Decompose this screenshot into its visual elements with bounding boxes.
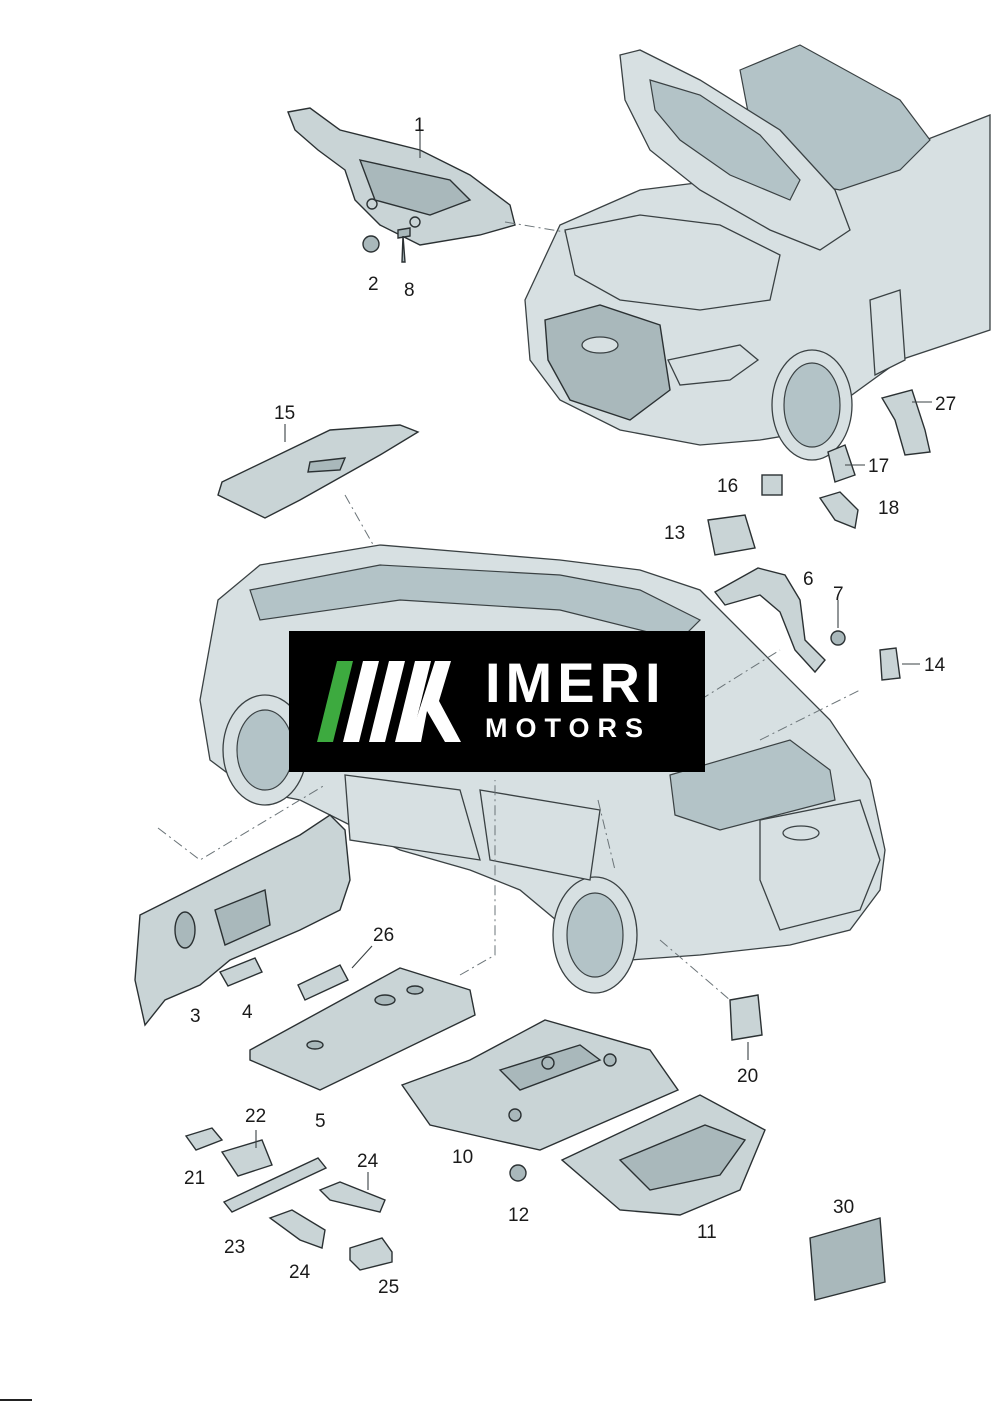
callout-24-lower: 24 (289, 1262, 311, 1283)
part-4-insulation-strip (218, 957, 263, 987)
callout-1: 1 (414, 115, 425, 136)
part-24-strip-upper (318, 1181, 386, 1213)
callout-13: 13 (664, 523, 685, 544)
callout-6: 6 (803, 569, 814, 590)
part-5-floor-insulation (249, 967, 476, 1091)
callout-30: 30 (833, 1197, 854, 1218)
callout-18: 18 (878, 498, 899, 519)
part-1-engine-bay-insulation (287, 107, 516, 246)
imeri-logo-stripes-icon (317, 661, 461, 742)
front-car-illustration (524, 44, 991, 461)
callout-8: 8 (404, 280, 415, 301)
part-17-wedge (827, 444, 856, 483)
part-6-wheel-arch-liner (713, 567, 826, 674)
part-7-nut (830, 630, 846, 646)
part-8-screw (397, 227, 411, 263)
part-12-clip (509, 1164, 527, 1182)
callout-4: 4 (242, 1002, 253, 1023)
part-22-pad (220, 1139, 273, 1177)
watermark-subtitle: MOTORS (485, 713, 652, 743)
watermark-name: IMERI (485, 651, 666, 714)
callout-16: 16 (717, 476, 738, 497)
callout-21: 21 (184, 1168, 205, 1189)
callout-12: 12 (508, 1205, 529, 1226)
callout-7: 7 (833, 584, 844, 605)
part-10-floor-pan-insulation (400, 1019, 680, 1151)
part-14-pad (879, 647, 901, 681)
page-corner-rule (0, 1399, 32, 1401)
callout-25: 25 (378, 1277, 399, 1298)
part-20-pad (729, 994, 763, 1041)
callout-20: 20 (737, 1066, 758, 1087)
part-11-luggage-compartment-insulation (560, 1094, 766, 1216)
part-24-strip-lower (268, 1209, 326, 1249)
callout-10: 10 (452, 1147, 473, 1168)
callout-17: 17 (868, 456, 889, 477)
callout-11: 11 (697, 1222, 717, 1243)
part-16-block (761, 474, 783, 496)
part-13-pad (707, 514, 756, 556)
part-23-strip (222, 1157, 328, 1213)
callout-26: 26 (373, 925, 394, 946)
callout-27: 27 (935, 394, 956, 415)
callout-3: 3 (190, 1006, 201, 1027)
imeri-motors-watermark: IMERI MOTORS (289, 631, 705, 772)
callout-23: 23 (224, 1237, 245, 1258)
callout-15: 15 (274, 403, 295, 424)
part-18-bracket (818, 491, 859, 529)
callout-14: 14 (924, 655, 946, 676)
part-27-liner (880, 389, 931, 456)
part-3-bulkhead-insulation (134, 814, 351, 1027)
part-21-pad (184, 1127, 224, 1151)
part-25-block (349, 1237, 393, 1271)
part-26-trim-pad (297, 964, 349, 1001)
callout-2: 2 (368, 274, 379, 295)
part-2-clip (362, 235, 380, 253)
part-15-parcel-shelf (217, 424, 420, 519)
callout-24-upper: 24 (357, 1151, 379, 1172)
callout-22: 22 (245, 1106, 266, 1127)
part-30-sound-mat (809, 1217, 886, 1301)
callout-5: 5 (315, 1111, 326, 1132)
